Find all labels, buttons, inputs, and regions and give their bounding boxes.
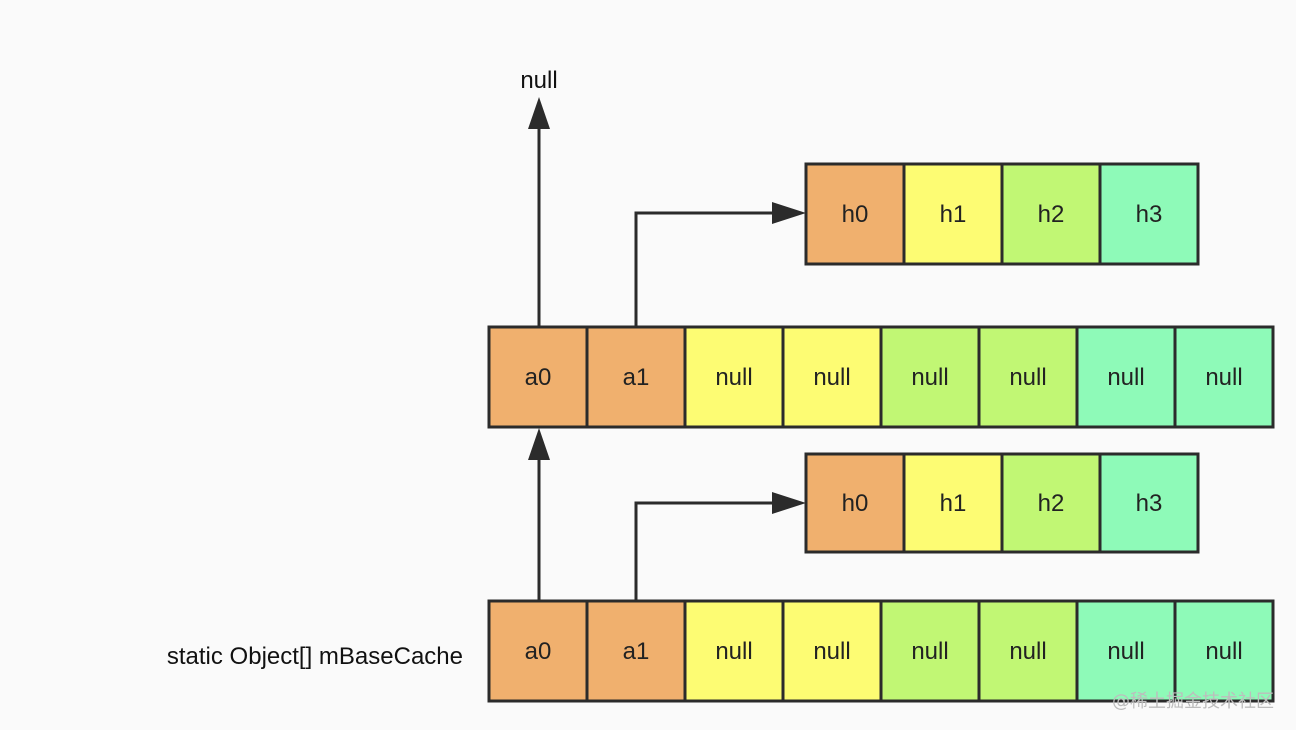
cell-box [585,599,687,703]
lower-hash-cell-3: h3 [1098,452,1200,554]
lower-array-cell-6: null [1075,599,1177,703]
lower-array-cell-0: a0 [487,599,589,703]
cell-label: h3 [1136,201,1163,228]
upper-hash-cell-0: h0 [804,162,906,266]
lower-hash-cell-2: h2 [1000,452,1102,554]
mbasecache-label: static Object[] mBaseCache [167,643,463,670]
lower-hash-cell-1: h1 [902,452,1004,554]
lower-hash-cell-0: h0 [804,452,906,554]
cell-box [585,325,687,429]
cell-label: a0 [525,638,552,665]
cell-box [1173,325,1275,429]
lower-array-row: a0 a1 null null null null null null [487,599,1275,703]
upper-array-row: a0 a1 null null null null null null [487,325,1275,429]
upper-array-cell-2: null [683,325,785,429]
lower-array-cell-5: null [977,599,1079,703]
arrowhead-up-null [528,97,550,129]
cell-label: null [813,638,850,665]
cell-label: null [1107,638,1144,665]
arrow-upper-a1-to-hash [634,211,778,327]
cell-label: a1 [623,364,650,391]
upper-array-cell-0: a0 [487,325,589,429]
cell-label: null [1205,364,1242,391]
upper-array-cell-5: null [977,325,1079,429]
watermark: @稀土掘金技术社区 [1112,691,1274,712]
arrowhead-right-upper-hash [772,202,806,224]
cell-label: h3 [1136,490,1163,517]
cell-box [902,452,1004,554]
upper-hash-row: h0 h1 h2 h3 [804,162,1200,266]
lower-array-cell-1: a1 [585,599,687,703]
lower-hash-row: h0 h1 h2 h3 [804,452,1200,554]
cell-box [1000,452,1102,554]
cell-box [1075,599,1177,703]
upper-array-cell-1: a1 [585,325,687,429]
arrowhead-right-lower-hash [772,492,806,514]
cell-box [1173,599,1275,703]
cell-label: null [1205,638,1242,665]
arrowhead-up-upper-array [528,428,550,460]
cell-label: h2 [1038,490,1065,517]
cell-box [1098,162,1200,266]
cell-label: null [1009,364,1046,391]
cell-label: h0 [842,201,869,228]
cell-box [487,599,589,703]
cell-box [781,599,883,703]
upper-hash-cell-2: h2 [1000,162,1102,266]
null-label: null [520,67,557,94]
cell-box [804,162,906,266]
lower-array-cell-4: null [879,599,981,703]
upper-array-cell-4: null [879,325,981,429]
upper-array-cell-6: null [1075,325,1177,429]
cell-label: h2 [1038,201,1065,228]
cell-label: null [911,364,948,391]
cell-label: h0 [842,490,869,517]
lower-array-cell-7: null [1173,599,1275,703]
upper-array-cell-3: null [781,325,883,429]
cell-box [1075,325,1177,429]
cell-box [977,599,1079,703]
lower-array-cell-2: null [683,599,785,703]
cell-label: a0 [525,364,552,391]
cell-label: a1 [623,638,650,665]
arrow-lower-a1-to-hash [634,501,778,601]
cell-label: null [911,638,948,665]
cell-label: null [715,364,752,391]
lower-array-cell-3: null [781,599,883,703]
cell-box [804,452,906,554]
cell-label: null [1107,364,1144,391]
cell-box [781,325,883,429]
upper-array-cell-7: null [1173,325,1275,429]
cell-box [879,325,981,429]
cell-label: null [813,364,850,391]
cell-label: h1 [940,490,967,517]
upper-hash-cell-1: h1 [902,162,1004,266]
cell-box [683,599,785,703]
cell-label: null [1009,638,1046,665]
connectors [528,97,806,601]
cell-label: h1 [940,201,967,228]
cell-label: null [715,638,752,665]
cell-box [1098,452,1200,554]
upper-hash-cell-3: h3 [1098,162,1200,266]
cell-box [683,325,785,429]
cell-box [902,162,1004,266]
